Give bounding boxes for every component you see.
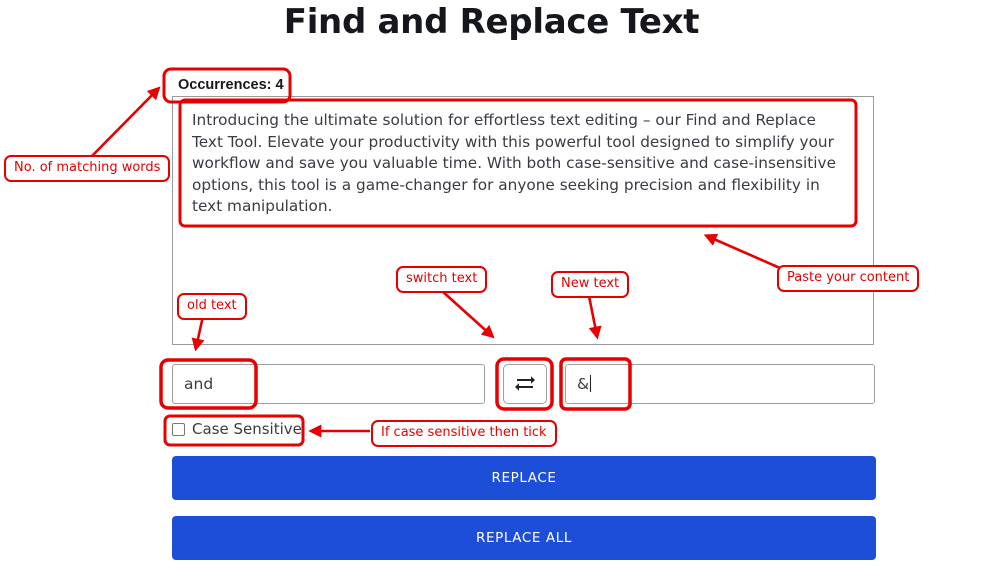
text-cursor bbox=[590, 375, 592, 392]
replace-button[interactable]: REPLACE bbox=[172, 456, 876, 500]
case-sensitive-label: Case Sensitive bbox=[192, 420, 302, 438]
case-sensitive-checkbox[interactable] bbox=[172, 422, 185, 436]
callout-new-text: New text bbox=[551, 271, 630, 298]
callout-case-sensitive: If case sensitive then tick bbox=[371, 420, 557, 447]
replace-input-value: & bbox=[577, 375, 590, 393]
callout-matching-words: No. of matching words bbox=[4, 155, 171, 182]
callout-old-text: old text bbox=[177, 293, 247, 320]
case-sensitive-row[interactable]: Case Sensitive bbox=[172, 420, 302, 438]
find-input[interactable]: and bbox=[172, 364, 485, 404]
replace-input[interactable]: & bbox=[565, 364, 875, 404]
swap-button[interactable] bbox=[503, 364, 547, 404]
callout-switch-text: switch text bbox=[396, 266, 488, 293]
replace-all-button[interactable]: REPLACE ALL bbox=[172, 516, 876, 560]
callout-paste-content: Paste your content bbox=[777, 265, 920, 292]
page-title: Find and Replace Text bbox=[283, 2, 700, 42]
arrow-matching-words bbox=[91, 86, 161, 157]
swap-horizontal-icon bbox=[514, 373, 536, 396]
occurrences-counter: Occurrences: 4 bbox=[178, 77, 284, 93]
paste-content-textarea[interactable]: Introducing the ultimate solution for ef… bbox=[192, 111, 836, 215]
